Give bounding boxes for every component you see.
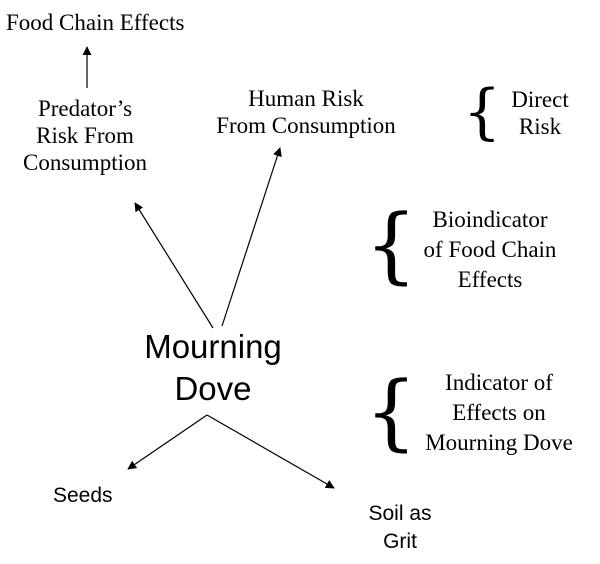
annotation-line: Effects <box>457 266 523 292</box>
node-line: Soil as <box>368 502 432 525</box>
arrow-dove-to-predator-risk <box>134 202 214 329</box>
annotation-line: Indicator of <box>445 370 553 395</box>
node-mourning-dove: Mourning Dove <box>120 326 306 410</box>
brace-direct-risk: { <box>463 77 502 147</box>
brace-bioindicator: { <box>365 198 418 293</box>
node-line: Risk From <box>36 123 134 149</box>
node-human-risk: Human Risk From Consumption <box>200 85 412 139</box>
brace-indicator-dove: { <box>365 365 418 460</box>
annotation-line: Mourning Dove <box>425 429 573 455</box>
node-line: Mourning <box>144 328 282 365</box>
arrow-dove-to-soil <box>206 414 335 489</box>
node-line: Predator’s <box>37 96 133 121</box>
node-line: Consumption <box>23 150 147 176</box>
annotation-line: of Food Chain <box>423 236 557 262</box>
arrow-dove-to-human-risk <box>221 147 282 327</box>
node-food-chain-effects: Food Chain Effects <box>6 9 184 36</box>
node-line: Dove <box>174 369 252 407</box>
node-line: Human Risk <box>248 86 364 111</box>
node-line: Grit <box>383 529 417 553</box>
node-predator-risk: Predator’s Risk From Consumption <box>4 95 166 176</box>
annotation-direct-risk: Direct Risk <box>490 86 590 140</box>
annotation-bioindicator: Bioindicator of Food Chain Effects <box>400 205 580 295</box>
node-seeds: Seeds <box>53 484 113 509</box>
node-line: From Consumption <box>216 113 396 139</box>
node-line: Seeds <box>53 484 113 507</box>
annotation-line: Direct <box>511 87 569 112</box>
annotation-line: Risk <box>518 114 562 140</box>
annotation-line: Effects on <box>452 399 546 425</box>
annotation-line: Bioindicator <box>432 207 548 232</box>
node-soil-as-grit: Soil as Grit <box>350 500 450 556</box>
arrow-dove-to-seeds <box>127 414 208 470</box>
node-line: Food Chain Effects <box>6 10 185 35</box>
annotation-indicator-dove: Indicator of Effects on Mourning Dove <box>404 368 594 458</box>
